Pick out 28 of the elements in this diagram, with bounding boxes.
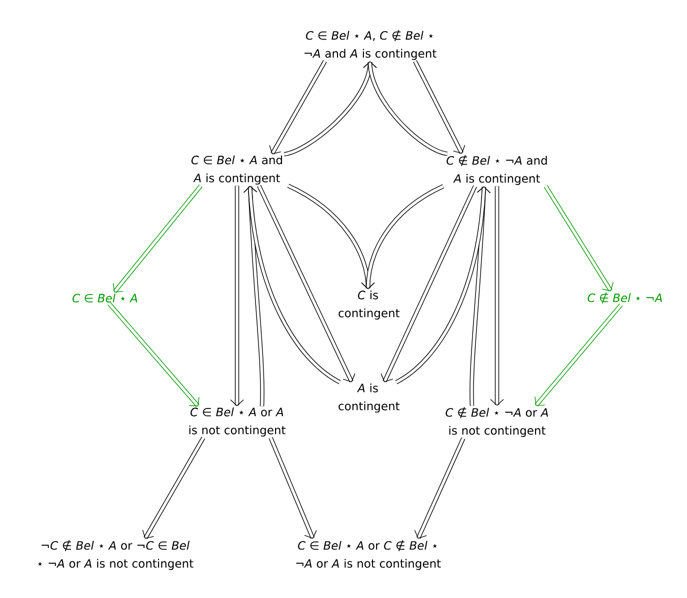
arrow: [243, 186, 341, 384]
arrow: [142, 436, 206, 540]
arrow: [363, 61, 448, 156]
arrow: [413, 60, 466, 154]
statement-text: A is contingent: [338, 383, 400, 413]
arrow: [112, 184, 202, 294]
arrow: [490, 186, 504, 406]
statement-text: C ∈ Bel ⋆ A, C ∉ Bel ⋆ ¬A and A is contingent: [304, 30, 436, 60]
arrow: [230, 186, 244, 406]
arrow: [534, 303, 623, 407]
statement-text: C ∈ Bel ⋆ A: [72, 294, 138, 302]
arrow: [544, 185, 614, 292]
arrow: [414, 437, 466, 539]
arrow: [380, 185, 477, 382]
statement-text: C ∉ Bel ⋆ ¬A: [588, 292, 662, 304]
arrow: [108, 302, 200, 407]
arrow: [395, 186, 491, 384]
arrow: [269, 60, 327, 155]
arrow: [257, 184, 356, 382]
statement-text: C ∉ Bel ⋆ ¬A or A is not contingent: [446, 407, 548, 437]
statement-text: C ∈ Bel ⋆ A or C ∉ Bel ⋆ ¬A or A is not contingent: [296, 540, 441, 570]
arrow: [361, 184, 444, 290]
statement-text: ¬C ∉ Bel ⋆ A or ¬C ∈ Bel ⋆ ¬A or A is not contingent: [38, 540, 194, 570]
arrow: [268, 436, 317, 539]
statement-text: C ∈ Bel ⋆ A and A is contingent: [191, 155, 282, 185]
statement-text: C ∈ Bel ⋆ A or A is not contingent: [189, 407, 286, 437]
statement-text: C ∉ Bel ⋆ ¬A and A is contingent: [446, 155, 547, 185]
statement-text: C is contingent: [338, 290, 400, 320]
